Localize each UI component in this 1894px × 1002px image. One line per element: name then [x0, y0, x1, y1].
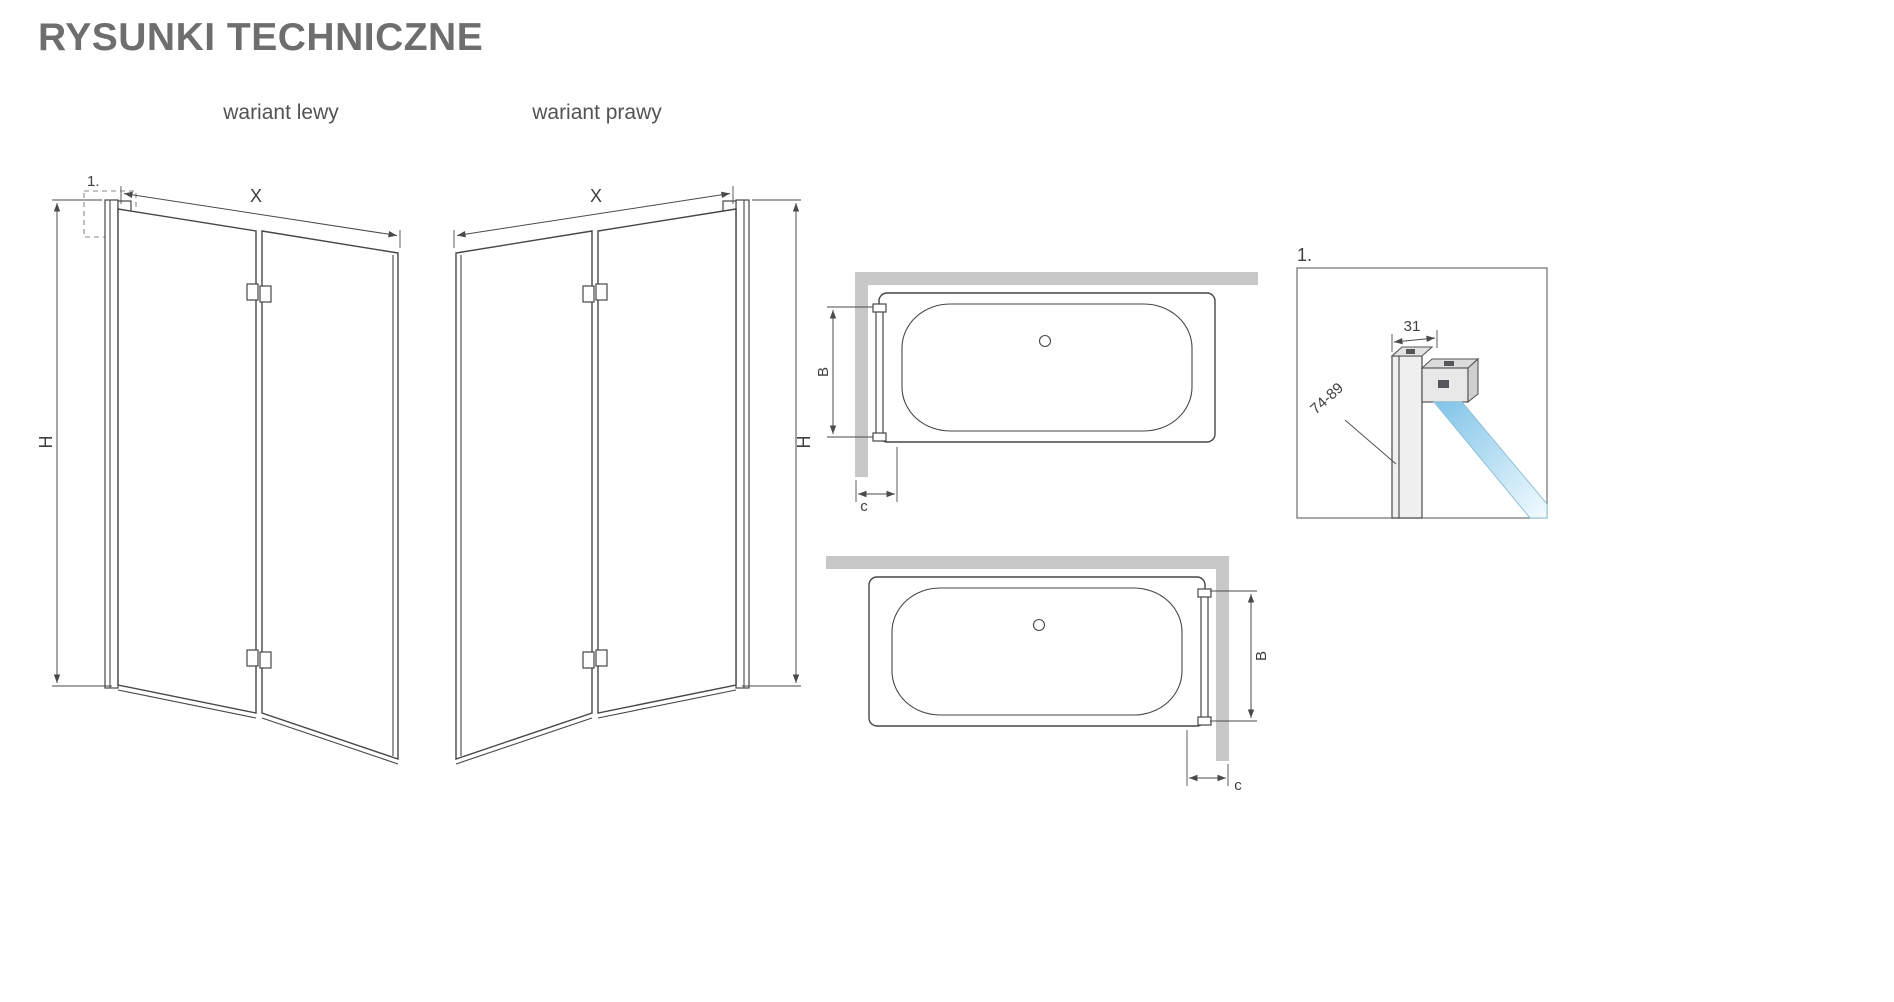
variant-left-label: wariant lewy: [223, 101, 339, 124]
screen-profile-cap: [1197, 716, 1212, 726]
panel-bottom-seal: [117, 689, 257, 719]
glass-panel-folding: [455, 230, 593, 760]
dimension-x-right: X: [453, 186, 734, 248]
wall-top: [826, 556, 1229, 569]
clamp-side-face: [1467, 357, 1479, 404]
drain-icon: [1032, 618, 1046, 632]
dimension-31: 31: [1391, 318, 1438, 352]
screw-icon: [1438, 380, 1449, 388]
bathtub-basin: [901, 303, 1193, 432]
left-variant-drawing: 1. X H: [36, 173, 401, 765]
detail-ref-label: 1.: [87, 173, 100, 190]
hinge-icon: [246, 649, 259, 667]
glass-panels: [455, 208, 737, 765]
dimension-c-left: c: [855, 447, 898, 515]
profile-section: [1390, 346, 1434, 519]
screen-profile-body: [875, 306, 884, 438]
bathtub-basin: [891, 587, 1183, 716]
profile-body: [1391, 355, 1423, 519]
fold-hinges: [582, 283, 608, 669]
dimension-x-left: X: [120, 186, 401, 248]
wall-profile-body: [104, 199, 119, 689]
hinge-icon: [595, 283, 608, 301]
panel-bottom-seal: [455, 717, 593, 765]
hinge-icon: [259, 285, 272, 303]
bathtub: [868, 576, 1206, 727]
detail-1-drawing: 1. 31 74-89: [1296, 245, 1548, 519]
hinge-icon: [595, 649, 608, 667]
drain-icon: [1038, 334, 1052, 348]
dim-x-label: X: [590, 186, 602, 206]
panel-bottom-seal: [597, 689, 737, 719]
top-view-left-install: B c: [815, 272, 1258, 515]
wall-top: [855, 272, 1258, 285]
glass-panel-fixed: [117, 208, 257, 714]
screw-icon: [1444, 361, 1454, 366]
dim-b-label: B: [1253, 651, 1270, 661]
dim-31-label: 31: [1404, 318, 1421, 335]
dimension-h-right: H: [742, 199, 814, 687]
hinge-icon: [246, 283, 259, 301]
screen-profile-cap: [872, 303, 887, 313]
dimension-h-left: H: [36, 199, 112, 687]
dim-c-label: c: [1234, 777, 1242, 794]
hinge-icon: [582, 285, 595, 303]
bathtub: [878, 292, 1216, 443]
glass-clamp: [1420, 357, 1480, 404]
glass-panel-fixed: [597, 208, 737, 714]
leader-line: [1344, 419, 1397, 465]
dimension-b-left: B: [815, 306, 873, 438]
detail-title-label: 1.: [1297, 245, 1312, 265]
wall-right: [1216, 556, 1229, 761]
dim-x-label: X: [250, 186, 262, 206]
glass-panel-folding: [261, 230, 399, 760]
panel-bottom-seal: [261, 717, 399, 765]
wall-profile-body: [735, 199, 750, 689]
screen-profile-cap: [1197, 588, 1212, 598]
top-view-right-install: B c: [826, 556, 1270, 794]
right-variant-drawing: X H: [453, 186, 814, 765]
hinge-icon: [582, 651, 595, 669]
screen-profile-plan: [872, 303, 887, 442]
dim-b-label: B: [815, 367, 832, 377]
hinge-icon: [259, 651, 272, 669]
screw-icon: [1406, 349, 1415, 354]
dimension-c-right: c: [1186, 730, 1242, 794]
glass-pane: [1432, 401, 1548, 519]
dim-h-label: H: [36, 436, 56, 449]
fold-hinges: [246, 283, 272, 669]
dim-c-label: c: [860, 498, 868, 515]
variant-right-label: wariant prawy: [532, 101, 662, 124]
page-title: RYSUNKI TECHNICZNE: [38, 16, 484, 59]
dim-h-label: H: [794, 436, 814, 449]
screen-profile-body: [1200, 590, 1209, 722]
wall-left: [855, 272, 868, 477]
dimension-b-right: B: [1210, 590, 1270, 722]
screen-profile-cap: [872, 432, 887, 442]
